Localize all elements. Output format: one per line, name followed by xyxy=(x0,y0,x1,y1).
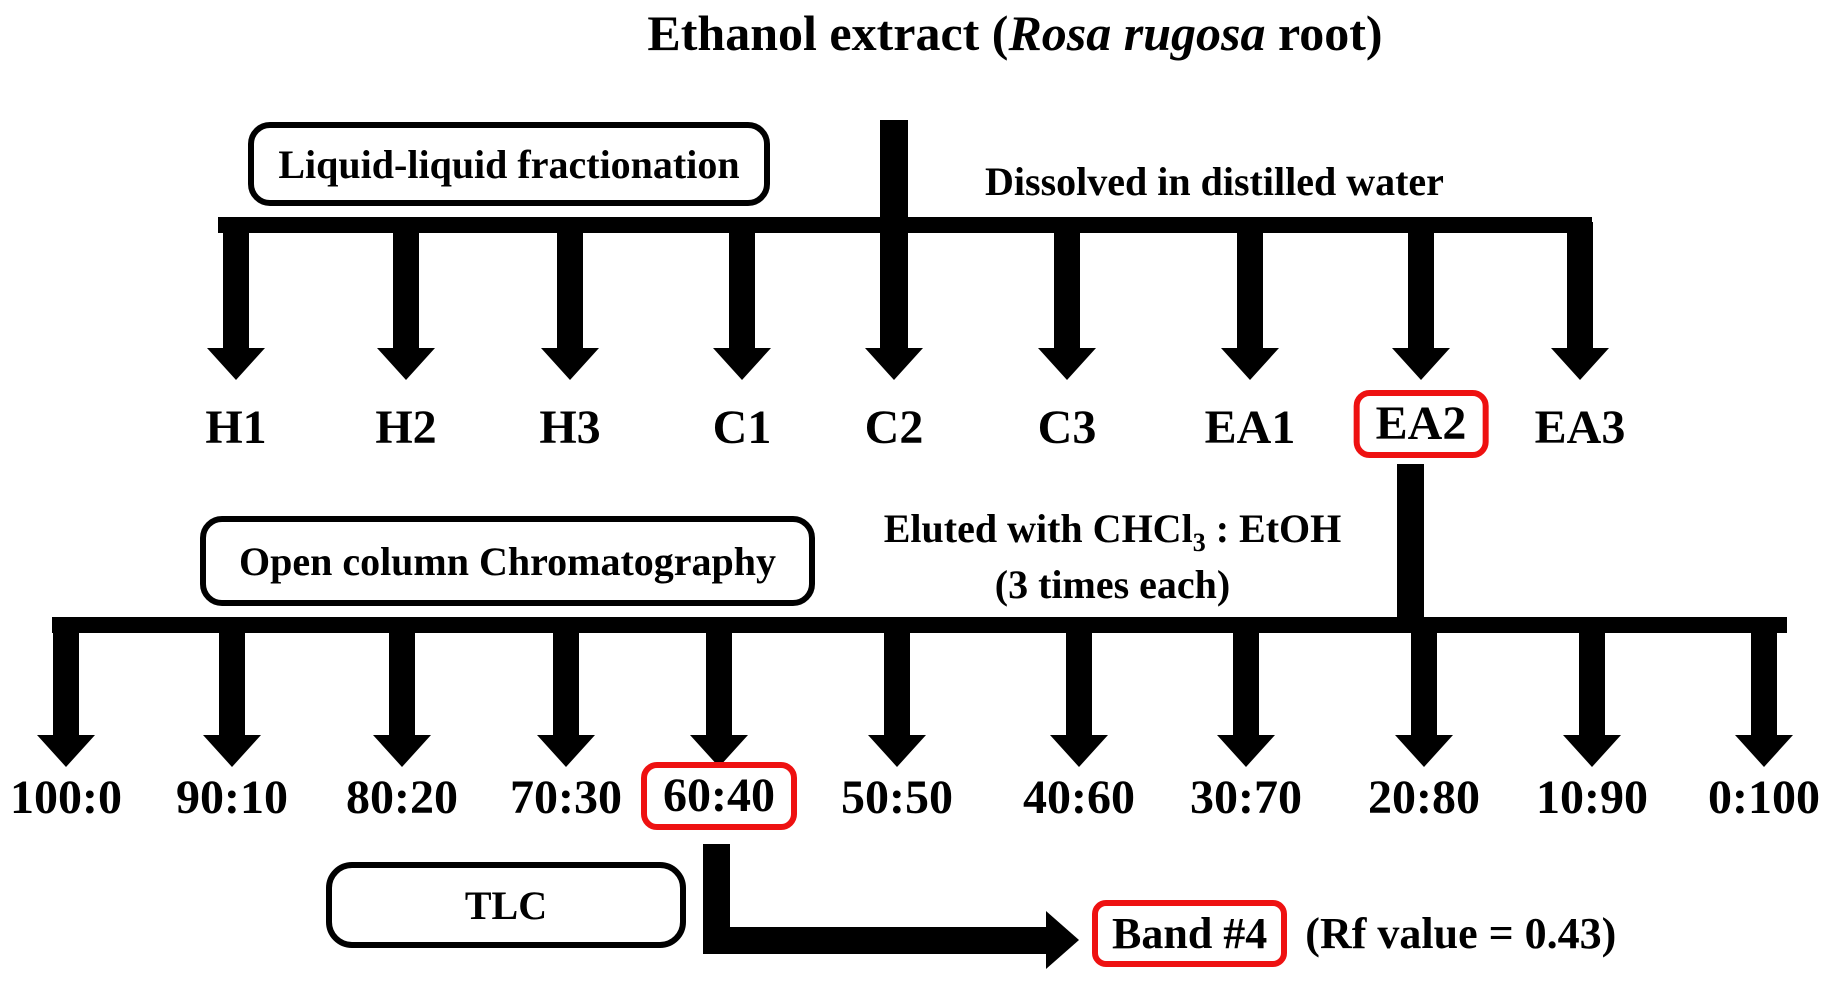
down-arrow-head xyxy=(203,735,261,767)
title-prefix: Ethanol extract ( xyxy=(647,5,1009,61)
eluted-note-line2: (3 times each) xyxy=(994,561,1231,607)
dissolved-note: Dissolved in distilled water xyxy=(985,159,1444,204)
liquid-liquid-fractionation-label: Liquid-liquid fractionation xyxy=(278,141,740,187)
down-arrow-stem xyxy=(884,624,910,737)
down-arrow-head xyxy=(1392,348,1450,380)
branch-line-2 xyxy=(52,617,1787,633)
fraction-label-c1: C1 xyxy=(712,401,772,454)
down-arrow-head xyxy=(377,348,435,380)
down-arrow-stem xyxy=(1054,222,1080,350)
title-down-stem xyxy=(880,120,908,350)
fraction-label-h2: H2 xyxy=(375,401,437,454)
ratio-label-0-100: 0:100 xyxy=(1708,771,1820,824)
band-4-result: Band #4 xyxy=(1092,900,1288,967)
fraction-label-c2: C2 xyxy=(864,401,924,454)
down-arrow-stem xyxy=(1237,222,1263,350)
down-arrow-stem xyxy=(557,222,583,350)
chcl3-subscript: 3 xyxy=(1192,528,1206,557)
down-arrow-stem xyxy=(553,624,579,737)
down-arrow-stem xyxy=(393,222,419,350)
down-arrow-head xyxy=(207,348,265,380)
ratio-label-80-20: 80:20 xyxy=(346,771,458,824)
ratio-label-60-40-highlighted: 60:40 xyxy=(641,762,797,830)
down-arrow-head xyxy=(1038,348,1096,380)
down-arrow-stem xyxy=(219,624,245,737)
rf-value-note: (Rf value = 0.43) xyxy=(1305,909,1617,958)
tlc-box: TLC xyxy=(326,862,686,948)
down-arrow-stem xyxy=(1233,624,1259,737)
down-arrow-stem xyxy=(1411,624,1437,737)
eluted-note-main: Eluted with CHCl xyxy=(883,506,1193,551)
down-arrow-head xyxy=(690,735,748,767)
ea2-down-stem xyxy=(1397,464,1424,624)
tlc-label: TLC xyxy=(464,882,548,928)
ratio-label-40-60: 40:60 xyxy=(1023,771,1135,824)
ratio-label-10-90: 10:90 xyxy=(1536,771,1648,824)
elbow-arrow-head xyxy=(1046,911,1079,969)
down-arrow-head xyxy=(541,348,599,380)
down-arrow-stem xyxy=(1579,624,1605,737)
down-arrow-stem xyxy=(1408,222,1434,350)
title-species: Rosa rugosa xyxy=(1008,5,1266,61)
fraction-label-ea3: EA3 xyxy=(1534,401,1626,454)
down-arrow-head xyxy=(1395,735,1453,767)
liquid-liquid-fractionation-box: Liquid-liquid fractionation xyxy=(248,122,770,206)
title-suffix: root) xyxy=(1265,5,1383,61)
down-arrow-head xyxy=(1563,735,1621,767)
ratio-label-70-30: 70:30 xyxy=(510,771,622,824)
down-arrow-stem xyxy=(389,624,415,737)
down-arrow-stem xyxy=(706,624,732,737)
eluted-note: Eluted with CHCl3 : EtOH (3 times each) xyxy=(855,504,1370,610)
down-arrow-head xyxy=(868,735,926,767)
band-result-row: Band #4 (Rf value = 0.43) xyxy=(1092,900,1616,967)
diagram-title: Ethanol extract (Rosa rugosa root) xyxy=(647,4,1382,62)
down-arrow-stem xyxy=(729,222,755,350)
ratio-label-20-80: 20:80 xyxy=(1368,771,1480,824)
branch-line-1 xyxy=(218,217,1592,233)
down-arrow-head xyxy=(1221,348,1279,380)
ratio-label-90-10: 90:10 xyxy=(176,771,288,824)
fraction-label-h1: H1 xyxy=(205,401,267,454)
fraction-label-ea1: EA1 xyxy=(1204,401,1296,454)
fraction-label-ea2-highlighted: EA2 xyxy=(1353,390,1489,458)
down-arrow-stem xyxy=(1567,222,1593,350)
down-arrow-stem xyxy=(1751,624,1777,737)
down-arrow-head xyxy=(1735,735,1793,767)
fraction-label-h3: H3 xyxy=(539,401,601,454)
ratio-label-30-70: 30:70 xyxy=(1190,771,1302,824)
down-arrow-head xyxy=(537,735,595,767)
down-arrow-head xyxy=(37,735,95,767)
down-arrow-head xyxy=(1551,348,1609,380)
down-arrow-head xyxy=(373,735,431,767)
open-column-chromatography-label: Open column Chromatography xyxy=(238,538,777,584)
down-arrow-head xyxy=(713,348,771,380)
down-arrow-head xyxy=(1217,735,1275,767)
down-arrow-head xyxy=(1050,735,1108,767)
ratio-label-50-50: 50:50 xyxy=(841,771,953,824)
open-column-chromatography-box: Open column Chromatography xyxy=(200,516,815,606)
down-arrow-stem xyxy=(223,222,249,350)
ratio-label-100-0: 100:0 xyxy=(10,771,122,824)
elbow-arrow-horizontal xyxy=(703,927,1048,954)
eluted-note-tail: : EtOH xyxy=(1205,506,1342,551)
down-arrow-stem xyxy=(53,624,79,737)
eluted-note-line1: Eluted with CHCl3 : EtOH xyxy=(855,504,1370,560)
fraction-label-c3: C3 xyxy=(1037,401,1097,454)
down-arrow-head xyxy=(865,348,923,380)
down-arrow-stem xyxy=(1066,624,1092,737)
